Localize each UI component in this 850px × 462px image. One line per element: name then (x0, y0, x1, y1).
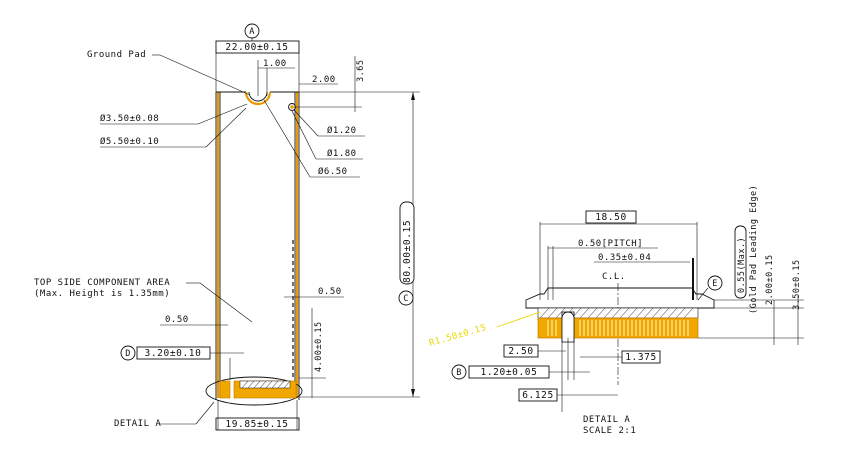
dim-19-85-frame (215, 417, 300, 431)
dim-6-125: 6.125 (522, 390, 554, 401)
detail-a-label: DETAIL A (114, 419, 161, 429)
dim-0-55-frame (734, 225, 747, 299)
gold-pad-note: (Gold Pad Leading Edge) (749, 185, 759, 314)
dim-0-35: 0.35±0.04 (598, 253, 651, 263)
dim-1-375: 1.375 (625, 352, 657, 363)
dim-dia-3-50: Ø3.50±0.08 (100, 113, 159, 124)
dim-length: 80.00±0.15 (402, 220, 413, 283)
datum-e: E (712, 279, 718, 289)
dim-dia-6-50: Ø6.50 (318, 166, 348, 177)
datum-d-circle (120, 345, 136, 361)
dim-2-00: 2.00 (312, 75, 336, 85)
dim-yellow-radius: R1.50±0.15 (428, 323, 488, 349)
right-view: 18.50 0.50[PITCH] 0.35±0.04 C.L. E (428, 185, 804, 436)
detail-scale: SCALE 2:1 (583, 426, 636, 436)
dim-1-20: 1.20±0.05 (481, 367, 538, 378)
dim-2-50: 2.50 (508, 346, 533, 357)
card-outline (215, 91, 300, 400)
dim-3-20: 3.20±0.10 (145, 348, 202, 359)
datum-c-circle (398, 290, 414, 306)
component-area-line2: (Max. Height is 1.35mm) (34, 289, 170, 299)
connector-detail (525, 287, 715, 343)
datum-c: C (403, 294, 409, 304)
datum-a: A (249, 27, 255, 37)
dim-18-50-frame (585, 210, 637, 224)
dim-2-00-r: 2.00±0.15 (765, 254, 775, 305)
dim-18-50: 18.50 (595, 212, 627, 223)
dim-dia-1-80: Ø1.80 (327, 148, 357, 159)
center-line-label: C.L. (602, 272, 626, 282)
dim-0-50-right: 0.50 (318, 287, 342, 297)
dim-1-00: 1.00 (263, 59, 287, 69)
dim-19-85: 19.85±0.15 (225, 419, 288, 430)
dim-dia-5-50: Ø5.50±0.10 (100, 136, 159, 147)
dim-width: 22.00±0.15 (225, 42, 288, 53)
component-area-line1: TOP SIDE COMPONENT AREA (34, 278, 170, 288)
dim-0-55: 0.55(Max.) (737, 237, 747, 293)
dim-pitch: 0.50[PITCH] (578, 239, 643, 249)
left-view: A 22.00±0.15 Ground Pad 1.00 2.00 3.65 Ø… (34, 23, 420, 431)
dim-3-50-r: 3.50±0.15 (792, 259, 802, 310)
dim-length-frame (399, 201, 415, 285)
datum-b: B (456, 368, 462, 378)
dim-3-65: 3.65 (356, 60, 366, 82)
datum-b-circle (451, 364, 467, 380)
detail-title: DETAIL A (583, 415, 630, 425)
ground-pad-label: Ground Pad (87, 50, 146, 60)
dim-dia-1-20: Ø1.20 (327, 125, 357, 136)
detail-a-ellipse (205, 376, 303, 406)
dim-4-00: 4.00±0.15 (314, 321, 324, 372)
datum-d: D (125, 349, 131, 359)
dim-width-frame (215, 40, 300, 54)
dim-0-50-left: 0.50 (165, 315, 189, 325)
datum-e-circle (707, 275, 723, 291)
